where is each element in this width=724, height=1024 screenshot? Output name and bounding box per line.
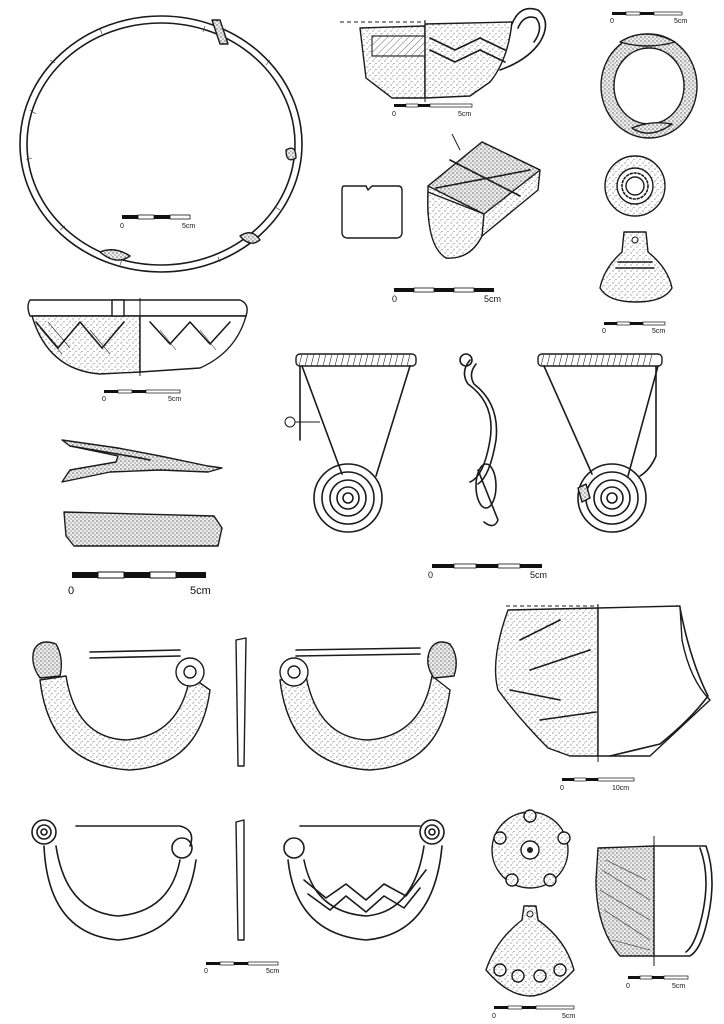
- scalebar-large-vessel-zero: 0: [560, 785, 564, 792]
- small-ceramic-cup: [595, 836, 713, 966]
- bead-disc: [604, 155, 666, 217]
- scalebar-bead-pendant: 0 5cm: [602, 321, 665, 335]
- scalebar-ring-small-end: 5cm: [674, 18, 687, 25]
- scalebar-iron-tool: 0 5cm: [68, 571, 211, 597]
- scalebar-knob-pendant-end: 5cm: [562, 1013, 575, 1020]
- scalebar-ring-small: 0 5cm: [610, 11, 687, 25]
- knobbed-pendant-side: [485, 905, 575, 997]
- crescent-fibula-outline-right: [283, 819, 445, 941]
- scalebar-ring-large: 0 5cm: [120, 214, 195, 230]
- scalebar-fibula-outline: 0 5cm: [204, 961, 279, 975]
- square-plaque: [341, 185, 403, 239]
- scalebar-cup-handle: 0 5cm: [392, 103, 473, 118]
- scalebar-large-vessel-end: 10cm: [612, 785, 629, 792]
- scalebar-bowl-end: 5cm: [168, 396, 181, 403]
- scalebar-ring-large-end: 5cm: [182, 223, 195, 230]
- scalebar-block-zero: 0: [392, 294, 397, 304]
- large-ceramic-vessel: [494, 604, 711, 762]
- scalebar-spectacle-fibula-end: 5cm: [530, 570, 547, 580]
- scalebar-block-end: 5cm: [484, 294, 501, 304]
- scalebar-spectacle-fibula-zero: 0: [428, 570, 433, 580]
- scalebar-cup-handle-zero: 0: [392, 111, 396, 118]
- spectacle-fibula-side: [459, 353, 499, 527]
- scalebar-iron-tool-zero: 0: [68, 585, 74, 597]
- scalebar-bowl-zero: 0: [102, 396, 106, 403]
- scalebar-knob-pendant: 0 5cm: [492, 1005, 575, 1020]
- spectacle-fibula-front: [284, 353, 417, 533]
- scalebar-fibula-outline-end: 5cm: [266, 968, 279, 975]
- scalebar-ring-large-zero: 0: [120, 223, 124, 230]
- scalebar-ring-small-zero: 0: [610, 18, 614, 25]
- crescent-fibula-profile: [235, 637, 247, 767]
- iron-bar: [63, 511, 223, 547]
- decorated-bowl: [27, 298, 248, 376]
- fibula-outline-profile: [235, 819, 245, 941]
- handled-cup: [340, 7, 547, 102]
- scalebar-small-cup-end: 5cm: [672, 983, 685, 990]
- scalebar-block: 0 5cm: [392, 287, 501, 304]
- scalebar-small-cup: 0 5cm: [626, 975, 689, 990]
- crescent-fibula-outline-left: [31, 819, 197, 941]
- bell-pendant: [599, 231, 673, 303]
- iron-tongs: [61, 439, 223, 483]
- scalebar-iron-tool-end: 5cm: [190, 585, 211, 597]
- spectacle-fibula-back: [537, 353, 663, 533]
- crescent-fibula-right: [279, 641, 457, 771]
- scalebar-bowl: 0 5cm: [102, 389, 181, 403]
- crescent-fibula-left: [32, 641, 211, 771]
- large-bronze-ring: [19, 15, 303, 273]
- stone-block: [427, 133, 541, 259]
- scalebar-small-cup-zero: 0: [626, 983, 630, 990]
- scalebar-fibula-outline-zero: 0: [204, 968, 208, 975]
- scalebar-knob-pendant-zero: 0: [492, 1013, 496, 1020]
- knobbed-pendant-top: [491, 809, 571, 889]
- scalebar-spectacle-fibula: 0 5cm: [428, 563, 547, 580]
- scalebar-large-vessel: 0 10cm: [560, 777, 635, 792]
- small-bronze-ring: [600, 33, 698, 139]
- scalebar-cup-handle-end: 5cm: [458, 111, 471, 118]
- scalebar-bead-pendant-zero: 0: [602, 328, 606, 335]
- scalebar-bead-pendant-end: 5cm: [652, 328, 665, 335]
